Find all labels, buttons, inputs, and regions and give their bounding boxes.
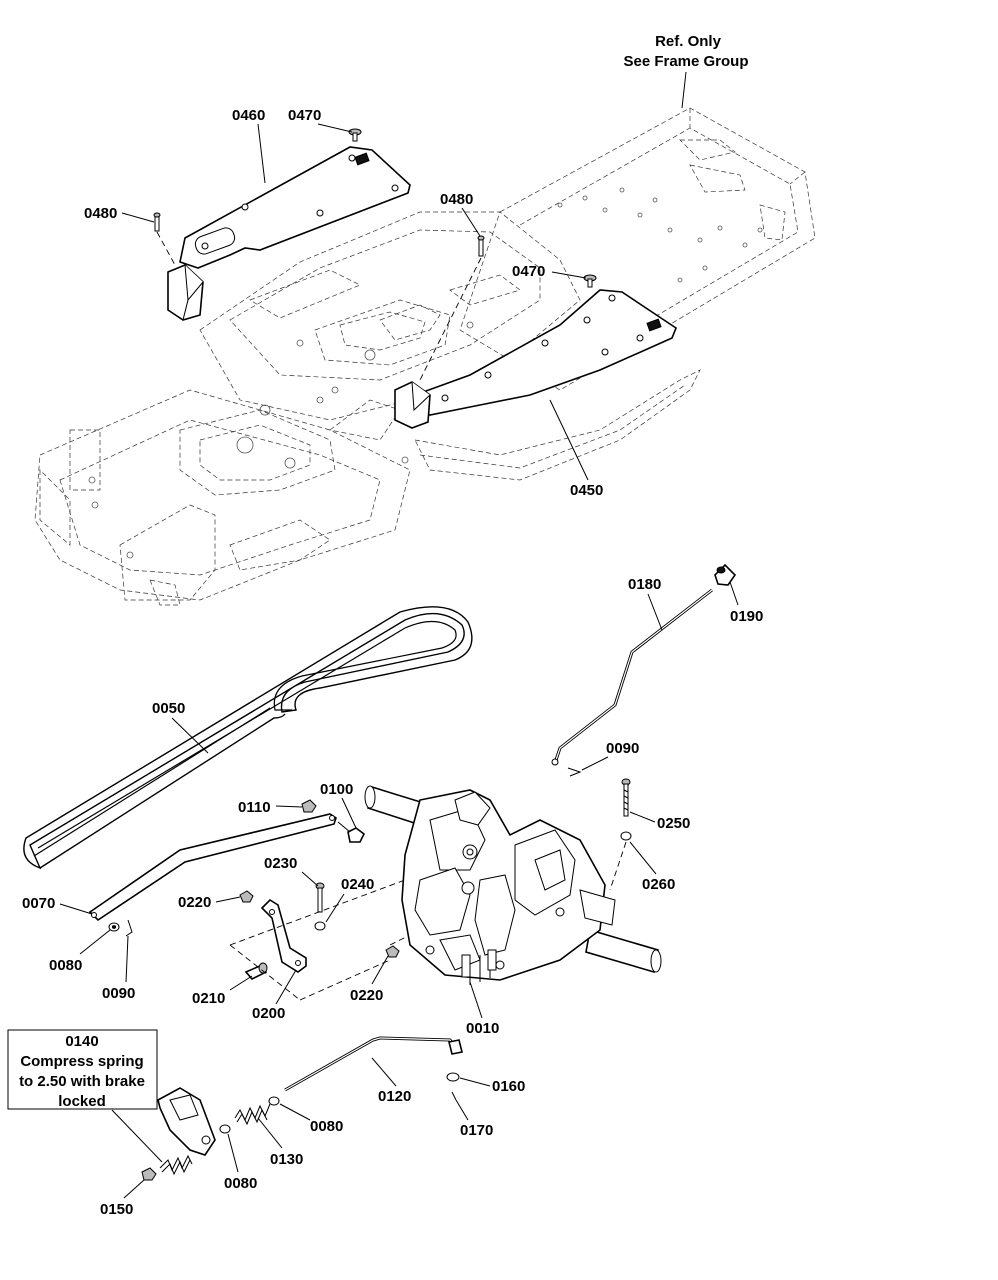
bolt-0210	[244, 962, 268, 980]
callout-0260: 0260	[642, 876, 675, 893]
callout-labels: 0460 0470 0480 0480 0470 0450 0180 0190 …	[22, 107, 763, 1218]
callout-0180: 0180	[628, 576, 661, 593]
note-part-number: 0140	[65, 1033, 98, 1050]
bolt-0230	[315, 882, 325, 913]
frame-assembly	[34, 107, 816, 606]
spring-0130	[234, 1103, 271, 1126]
spring-0140	[159, 1154, 193, 1176]
washer-0160	[446, 1072, 460, 1082]
bypass-rod	[551, 588, 713, 766]
washer-0260	[609, 831, 632, 891]
screw-0480-left	[153, 212, 176, 266]
callout-0450: 0450	[570, 482, 603, 499]
callout-0250: 0250	[657, 815, 690, 832]
callout-0150: 0150	[100, 1201, 133, 1218]
callout-0220-a: 0220	[178, 894, 211, 911]
callout-0080-a: 0080	[49, 957, 82, 974]
callout-0160: 0160	[492, 1078, 525, 1095]
callout-0120: 0120	[378, 1088, 411, 1105]
callout-0480-a: 0480	[84, 205, 117, 222]
drive-belt	[23, 606, 473, 870]
nut-0150	[141, 1167, 157, 1181]
brake-rod	[284, 1036, 463, 1092]
mounting-bracket	[260, 898, 307, 973]
washer-0080-lower	[219, 1124, 231, 1134]
callout-0480-b: 0480	[440, 191, 473, 208]
callout-0170: 0170	[460, 1122, 493, 1139]
callout-0470-b: 0470	[512, 263, 545, 280]
washer-0080-middle	[268, 1096, 280, 1106]
hairpin-clip-0090	[125, 919, 133, 937]
transaxle	[364, 785, 662, 985]
callout-0070: 0070	[22, 895, 55, 912]
control-link	[88, 813, 337, 922]
washer-0080-upper	[108, 922, 120, 932]
cotter-pin-0170	[451, 1091, 457, 1101]
bolt-0250	[621, 778, 631, 817]
carriage-bolt-0470-right	[583, 274, 597, 288]
nut-0110	[301, 799, 317, 813]
frame-note: Ref. Only See Frame Group	[623, 33, 749, 109]
callout-0200: 0200	[252, 1005, 285, 1022]
callout-0090-b: 0090	[102, 985, 135, 1002]
callout-0010: 0010	[466, 1020, 499, 1037]
callout-0080-c: 0080	[224, 1175, 257, 1192]
frame-note-line2: See Frame Group	[623, 53, 748, 70]
note-line1: Compress spring	[20, 1053, 143, 1070]
note-line2: to 2.50 with brake	[19, 1073, 145, 1090]
nut-0220-right	[385, 945, 400, 958]
mount-plate-left	[167, 146, 411, 321]
hairpin-clip-upper	[567, 767, 582, 777]
callout-0470-a: 0470	[288, 107, 321, 124]
callout-0230: 0230	[264, 855, 297, 872]
washer-0240	[314, 921, 326, 931]
carriage-bolt-0470-left	[348, 128, 362, 142]
callout-0130: 0130	[270, 1151, 303, 1168]
nut-0220-left	[239, 890, 254, 903]
callout-0050: 0050	[152, 700, 185, 717]
callout-0090-a: 0090	[606, 740, 639, 757]
frame-note-line1: Ref. Only	[655, 33, 722, 50]
note-line3: locked	[58, 1093, 106, 1110]
brake-lever-bracket	[157, 1087, 216, 1156]
callout-0460: 0460	[232, 107, 265, 124]
callout-0100: 0100	[320, 781, 353, 798]
rod-knob	[714, 563, 737, 586]
callout-0240: 0240	[341, 876, 374, 893]
callout-0220-b: 0220	[350, 987, 383, 1004]
screw-0480-right	[419, 235, 485, 381]
spring-note-box: 0140 Compress spring to 2.50 with brake …	[7, 1029, 163, 1163]
callout-0190: 0190	[730, 608, 763, 625]
callout-0110: 0110	[238, 799, 271, 816]
mount-plate-right	[394, 289, 677, 429]
bolt-0100	[337, 821, 366, 843]
callout-0210: 0210	[192, 990, 225, 1007]
callout-0080-b: 0080	[310, 1118, 343, 1135]
